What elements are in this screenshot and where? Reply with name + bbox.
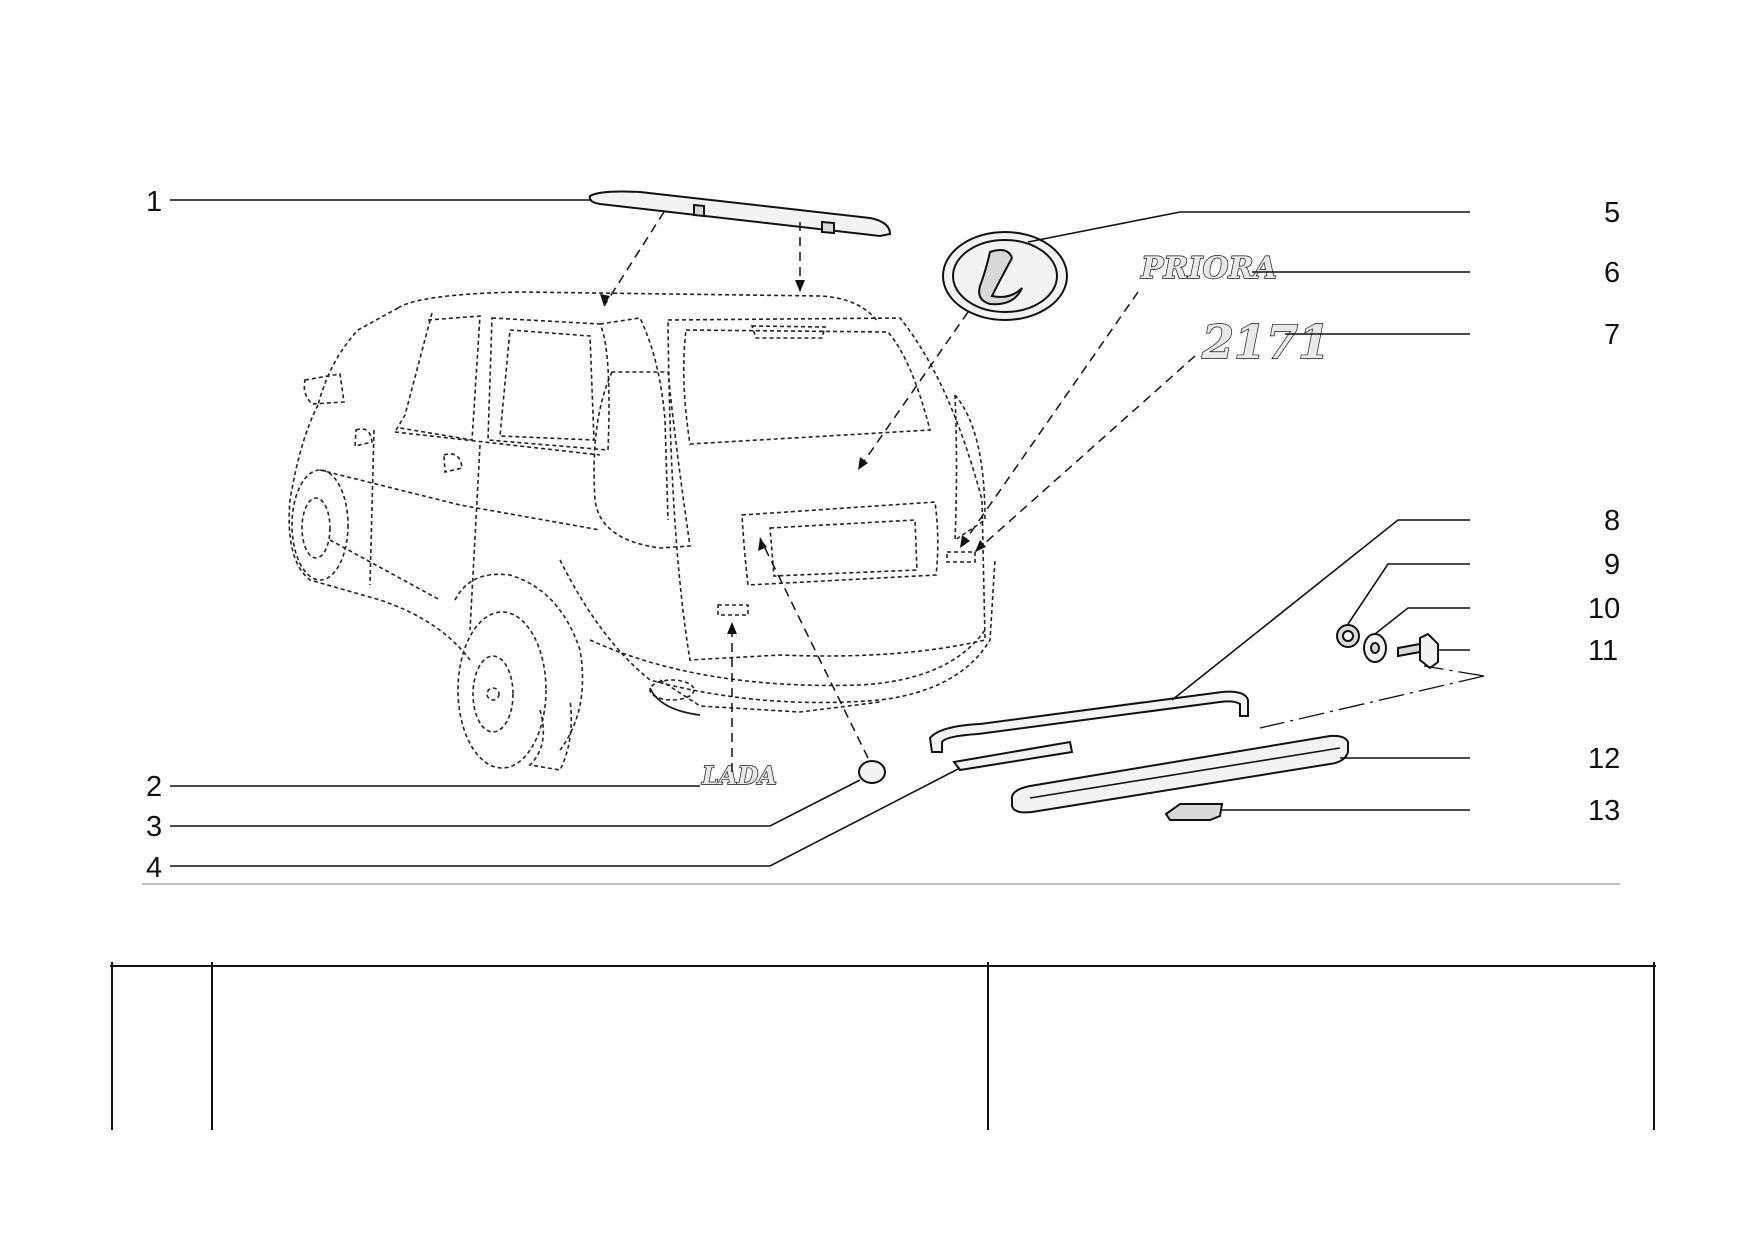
callout-2: 2	[146, 771, 162, 803]
callout-1: 1	[146, 186, 162, 218]
part-10-washer	[1363, 633, 1387, 663]
callout-8: 8	[1604, 505, 1620, 537]
callout-9: 9	[1604, 549, 1620, 581]
callout-5: 5	[1604, 197, 1620, 229]
assembly-lines	[603, 211, 1485, 772]
leader-lines	[170, 199, 1470, 867]
parts-table-frame	[110, 962, 1656, 1130]
part-7-model-badge: 2171	[1200, 314, 1330, 369]
part-2-lada-badge: LADA	[700, 760, 777, 790]
part-13-lamp	[1164, 803, 1224, 821]
car-outline	[288, 291, 996, 771]
callout-7: 7	[1604, 319, 1620, 351]
part-1-roof-spoiler	[588, 190, 892, 238]
part-5-emblem	[942, 231, 1068, 321]
part-3-plug	[858, 760, 886, 784]
callout-6: 6	[1604, 257, 1620, 289]
callout-4: 4	[146, 852, 162, 884]
priora-badge-text: PRIORA	[1140, 251, 1277, 286]
model-badge-text: 2171	[1201, 315, 1330, 369]
callout-10: 10	[1588, 593, 1620, 625]
arrowheads	[600, 280, 986, 634]
part-11-screw	[1397, 632, 1439, 670]
part-6-priora-badge: PRIORA	[1139, 250, 1277, 286]
callout-13: 13	[1588, 795, 1620, 827]
callout-numbers: 1 2 3 4 5 6 7 8 9 10 11 12 13	[146, 186, 1620, 884]
part-12-moulding	[1010, 734, 1349, 814]
part-9-nut	[1336, 624, 1360, 648]
part-4-lower-trim	[952, 740, 1074, 772]
part-8-upper-trim	[928, 690, 1249, 753]
callout-12: 12	[1588, 743, 1620, 775]
callout-3: 3	[146, 811, 162, 843]
callout-11: 11	[1588, 635, 1618, 667]
lada-badge-text: LADA	[701, 761, 777, 790]
